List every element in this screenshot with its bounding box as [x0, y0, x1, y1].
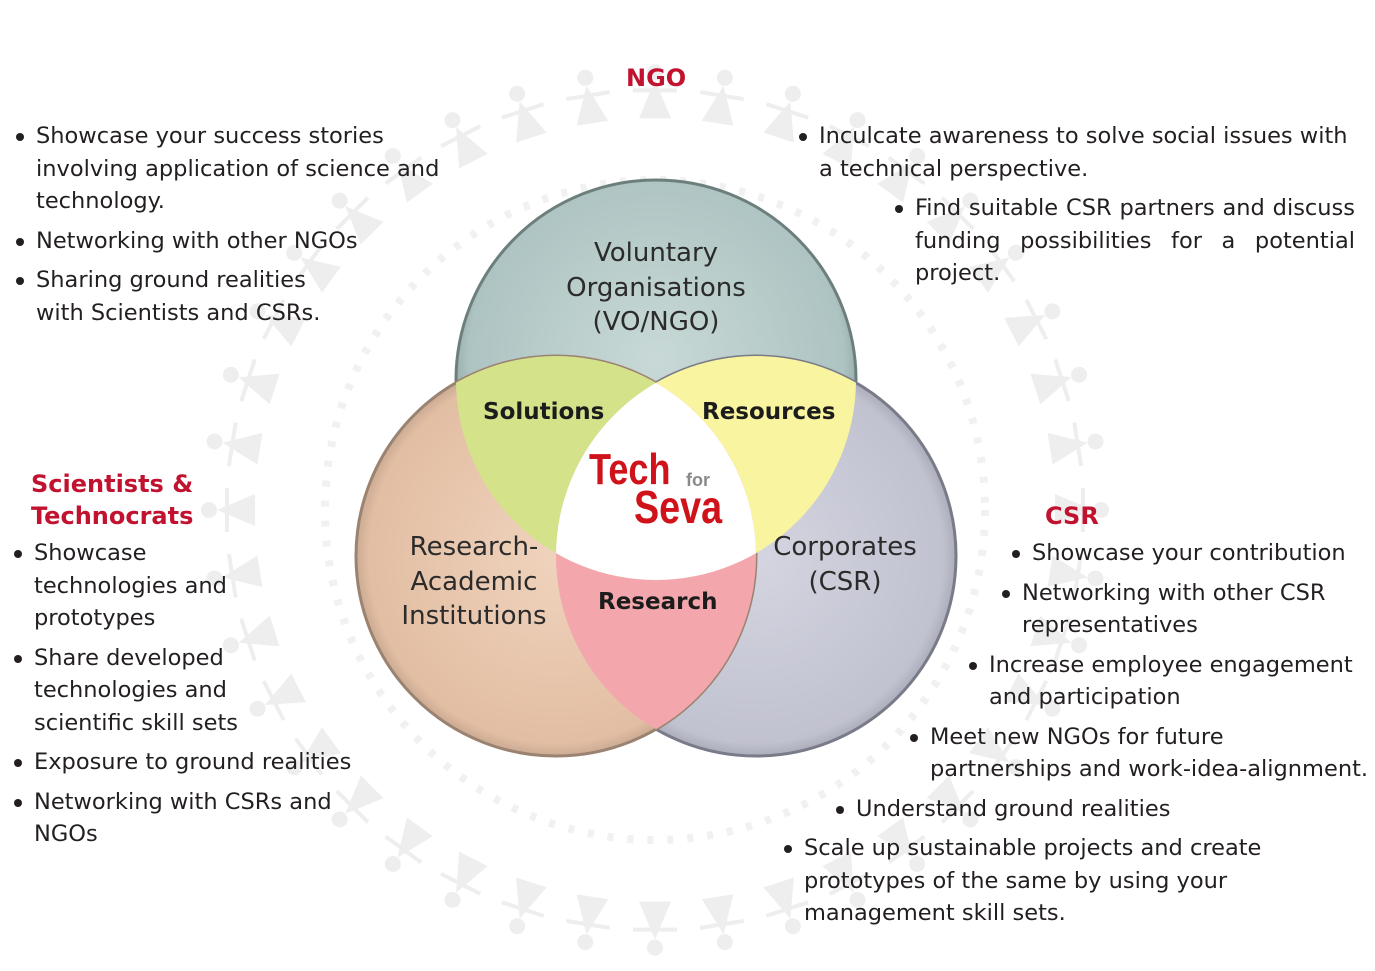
logo-word-seva: Seva [634, 481, 723, 533]
decorative-figure [440, 112, 488, 169]
decorative-figure [699, 69, 744, 126]
decorative-figure [286, 727, 341, 776]
decorative-figure [926, 192, 979, 245]
decorative-figure [286, 244, 341, 293]
decorative-figure [969, 244, 1024, 293]
label-solutions: Solutions [483, 399, 605, 425]
decorative-figure [633, 64, 677, 119]
heading-scientists: Scientists & Technocrats [31, 470, 194, 530]
decorative-figure [822, 112, 870, 169]
list-item: Showcase technologies and prototypes [10, 537, 284, 635]
decorative-figure [699, 894, 744, 951]
decorative-figure [763, 85, 809, 143]
list-item: Increase employee engagement and partici… [965, 649, 1369, 714]
decorative-figure [1030, 358, 1088, 405]
decorative-figure [222, 358, 280, 405]
ngo-left-list: Showcase your success stories involving … [12, 120, 482, 336]
decorative-figure [877, 817, 926, 873]
list-item: Showcase your contribution [1008, 537, 1370, 570]
list-item: Networking with other CSR representative… [998, 577, 1342, 642]
decorative-figure [877, 147, 926, 203]
decorative-figure [1055, 488, 1109, 532]
decorative-figure [331, 775, 384, 828]
label-resources: Resources [702, 399, 836, 425]
label-corporates: Corporates (CSR) [773, 532, 917, 597]
decorative-figure [969, 727, 1024, 776]
list-item: Exposure to ground realities [10, 746, 400, 779]
decorative-figure [1030, 615, 1088, 662]
list-item: Scale up sustainable projects and create… [780, 832, 1264, 930]
decorative-figure [384, 817, 433, 873]
logo-word-for: for [686, 470, 710, 490]
ngo-right-list: Inculcate awareness to solve social issu… [795, 120, 1355, 297]
decorative-figure [384, 147, 433, 203]
decorative-figure [249, 298, 306, 347]
decorative-figure [633, 901, 677, 956]
decorative-figure [763, 877, 809, 935]
decorative-figure [1004, 673, 1061, 722]
decorative-figure [566, 894, 611, 951]
label-research-institutions: Research- Academic Institutions [401, 532, 547, 631]
decorative-figure [222, 615, 280, 662]
list-item: Sharing ground realities with Scientists… [12, 264, 326, 329]
list-item: Inculcate awareness to solve social issu… [795, 120, 1355, 185]
decorative-figure [206, 553, 263, 598]
decorative-figure [249, 673, 306, 722]
list-item: Understand ground realities [832, 793, 1370, 826]
label-voluntary-organisations: Voluntary Organisations (VO/NGO) [566, 238, 746, 337]
decorative-figure [206, 422, 263, 467]
decorative-figure [926, 775, 979, 828]
list-item: Networking with CSRs and NGOs [10, 786, 400, 851]
list-item: Networking with other NGOs [12, 225, 482, 258]
decorative-figure [440, 851, 488, 908]
decorative-figure [1047, 553, 1104, 598]
zone-center [556, 356, 756, 580]
decorative-figure [822, 851, 870, 908]
decorative-figure [501, 85, 547, 143]
decorative-figure [331, 192, 384, 245]
list-item: Meet new NGOs for future partnerships an… [906, 721, 1370, 786]
list-item: Find suitable CSR partners and discuss f… [891, 192, 1355, 290]
decorative-figure [566, 69, 611, 126]
label-research: Research [598, 589, 718, 615]
decorative-figure [1004, 298, 1061, 347]
decorative-figure [201, 488, 255, 532]
decorative-figure [1047, 422, 1104, 467]
heading-ngo: NGO [626, 64, 687, 92]
list-item: Share developed technologies and scienti… [10, 642, 239, 740]
logo-word-tech: Tech [589, 445, 671, 494]
scientists-list: Showcase technologies and prototypes Sha… [10, 537, 400, 858]
heading-csr: CSR [1045, 502, 1099, 530]
list-item: Showcase your success stories involving … [12, 120, 482, 218]
decorative-figure [501, 877, 547, 935]
csr-list: Showcase your contribution Networking wi… [780, 537, 1370, 937]
